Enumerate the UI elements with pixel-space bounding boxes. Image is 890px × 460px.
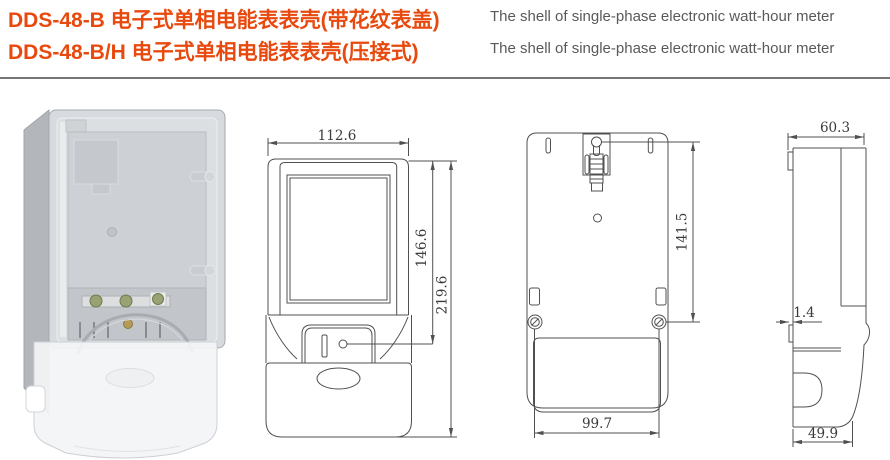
back-view-dimension-lines — [534, 141, 700, 438]
header-row-2: DDS-48-B/H 电子式单相电能表表壳(压接式) — [8, 36, 419, 66]
front-view-outline — [265, 158, 433, 438]
header-row-1: DDS-48-B 电子式单相电能表表壳(带花纹表盖) — [8, 4, 440, 34]
side-top-rib — [787, 151, 794, 171]
dim-side-depth: 60.3 — [820, 120, 850, 136]
side-view-outline — [787, 147, 871, 428]
front-view-dimension-lines — [267, 138, 457, 438]
dim-side-base-depth: 49.9 — [808, 426, 838, 442]
side-notch — [793, 372, 823, 408]
side-view-dimension-lines — [776, 133, 865, 447]
product-subtitle-en-2: The shell of single-phase electronic wat… — [490, 40, 835, 57]
seal-hole — [338, 339, 348, 349]
cover-oval-emboss — [316, 367, 361, 390]
dim-front-width: 112.6 — [318, 128, 357, 144]
photo-terminal-block — [67, 287, 207, 355]
hanger-bracket — [582, 133, 611, 192]
back-center-hole — [593, 213, 602, 223]
dim-front-total-height: 219.6 — [435, 276, 451, 315]
product-title-cn-2: DDS-48-B/H 电子式单相电能表表壳(压接式) — [8, 41, 419, 64]
dim-side-rib: 1.4 — [793, 305, 814, 321]
dim-back-screw-span: 99.7 — [582, 416, 612, 432]
seal-screw-left — [527, 314, 543, 330]
side-view-drawing: 60.3 1.4 49.9 — [776, 120, 871, 447]
dim-back-hanger-to-screw: 141.5 — [675, 213, 691, 252]
seal-screw-right — [651, 314, 667, 330]
back-view-arrowheads — [534, 142, 696, 436]
photo-terminal-cover-skirt — [25, 341, 218, 459]
header-divider-rule — [0, 77, 890, 79]
side-view-arrowheads — [780, 134, 864, 445]
back-view-drawing: 141.5 99.7 — [526, 132, 700, 438]
back-view-outline — [526, 132, 669, 413]
product-photo — [23, 108, 226, 459]
front-view-drawing: 112.6 146.6 219.6 — [265, 128, 457, 438]
dim-front-seal-height: 146.6 — [414, 229, 430, 268]
product-title-cn-1: DDS-48-B 电子式单相电能表表壳(带花纹表盖) — [8, 9, 440, 32]
front-view-arrowheads — [268, 140, 454, 437]
product-subtitle-en-1: The shell of single-phase electronic wat… — [490, 8, 835, 25]
side-mid-rib — [788, 324, 794, 343]
